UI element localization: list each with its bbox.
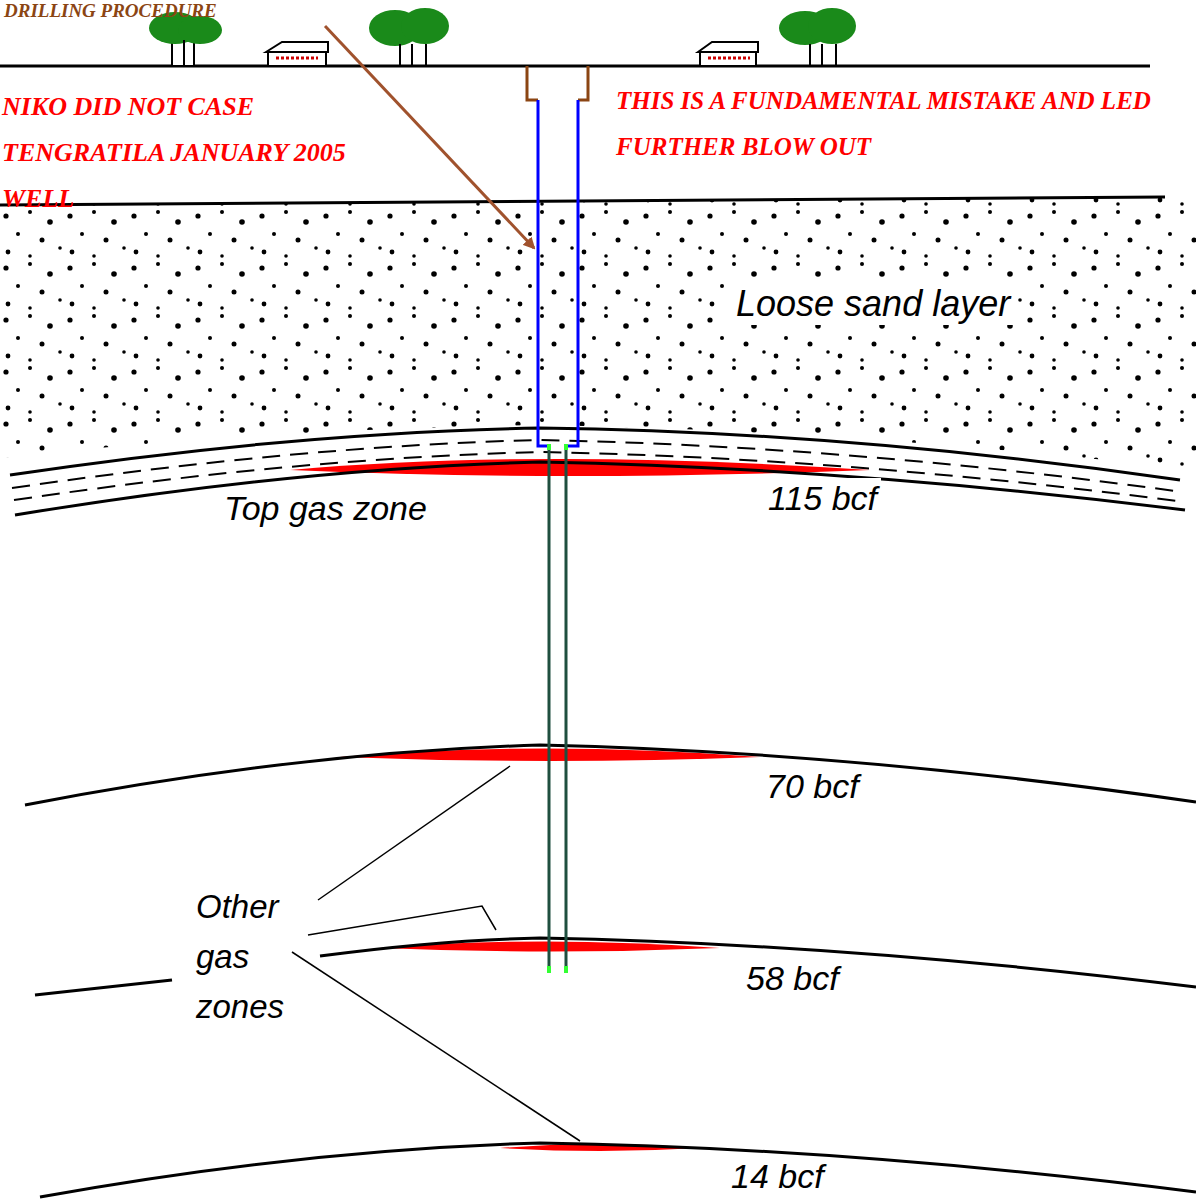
note-text: THIS IS A FUNDAMENTAL MISTAKE AND LED FU… <box>616 78 1188 170</box>
casing <box>566 100 578 446</box>
tubing-tip <box>547 966 551 973</box>
leader-line <box>308 906 496 935</box>
casing <box>538 100 549 446</box>
layer-boundary <box>25 745 1196 805</box>
wellhead <box>578 66 588 100</box>
house <box>698 42 758 66</box>
volume-label: 58 bcf <box>746 958 839 998</box>
note-text: DRILLING PROCEDURE <box>4 0 217 22</box>
shale-dash <box>14 452 1184 502</box>
tubing-tip <box>547 444 551 450</box>
volume-label: 115 bcf <box>764 478 881 518</box>
layer-boundary <box>15 462 1185 515</box>
house <box>266 42 328 66</box>
layer-boundary <box>0 197 1165 205</box>
zone-label: Top gas zone <box>220 488 431 528</box>
shale-dash <box>12 440 1182 492</box>
zone-label: Other gas zones <box>196 882 314 1032</box>
layer-boundary <box>40 1143 1196 1197</box>
layer-boundary <box>10 428 1180 480</box>
tubing <box>565 446 568 972</box>
tree <box>369 8 449 66</box>
volume-label: 14 bcf <box>731 1156 824 1196</box>
tubing <box>548 446 551 972</box>
layer-label: Loose sand layer <box>732 283 1014 325</box>
tubing-tip <box>564 966 568 973</box>
note-text: NIKO DID NOT CASE TENGRATILA JANUARY 200… <box>2 84 380 222</box>
tree <box>779 8 856 66</box>
tubing-tip <box>564 444 568 450</box>
volume-label: 70 bcf <box>766 766 859 806</box>
leader-line <box>318 766 510 900</box>
wellhead <box>527 66 538 100</box>
pointer-arrow <box>325 26 534 248</box>
layer-boundary <box>35 980 172 995</box>
leader-line <box>292 952 580 1141</box>
